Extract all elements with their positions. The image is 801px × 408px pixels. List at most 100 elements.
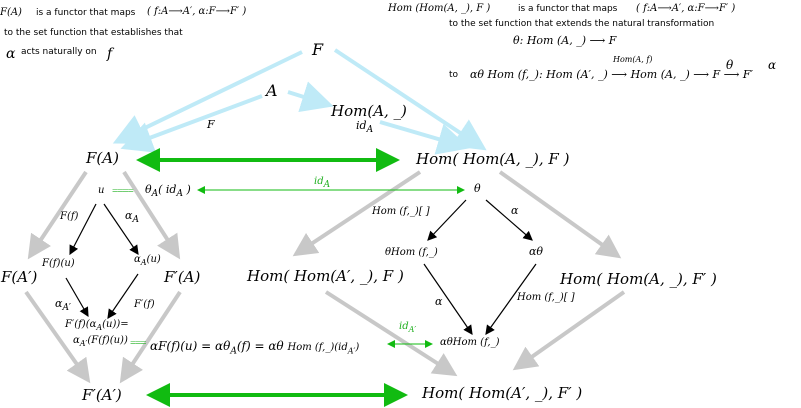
idA-green-sub: A: [323, 180, 331, 190]
note-top-right-math2: ( f:A⟶A′, α:F⟶F′ ): [636, 3, 736, 14]
idA-label: id: [356, 119, 367, 132]
note-top-left-text: is a functor that maps: [36, 8, 136, 18]
composite-1-sub: A: [96, 323, 103, 332]
arrow-FAprime-to-FprimeAprime: [24, 290, 91, 384]
composite-2-a: α: [73, 335, 80, 346]
node-FprimeAprime: F′(A′): [82, 386, 122, 404]
composite-1-end: (u))=: [102, 319, 129, 330]
element-alphaAu: αA(u): [134, 255, 161, 267]
node-HomHomAprime-F: Hom( Hom(A′, _), F ): [247, 267, 404, 285]
arrow-Ffu-to-composite: [65, 277, 89, 318]
composite-2-end: (F(f)(u)): [87, 335, 128, 346]
black-arrows: [65, 199, 537, 335]
element-alphaThetaHom: αθHom (f,_): [440, 337, 500, 348]
alphaAu-alpha: α: [134, 254, 141, 265]
alphaAprime-sub: A′: [62, 303, 71, 314]
note-top-right-sup-alpha: α: [768, 58, 777, 72]
arrow-theta-to-alphaTheta: [485, 199, 533, 241]
note-top-right-text: is a functor that maps: [518, 4, 618, 14]
alphaAu-sub: A: [140, 258, 147, 267]
arrow-FA-to-FprimeA: [122, 170, 181, 260]
node-HomA-id: idA: [356, 120, 373, 135]
label-hom-f-bracket-1: Hom (f,_)[ ]: [372, 206, 430, 217]
alphaAprime-alpha: α: [55, 297, 63, 310]
note-top-left-acts: acts naturally on: [21, 47, 97, 57]
composite-2-sub: A′: [79, 339, 88, 348]
blue-arrows: [112, 48, 487, 155]
note-top-left-math2: ( f:A⟶A′, α:F⟶F′ ): [147, 6, 247, 17]
idA-sub: A: [366, 125, 374, 136]
note-top-left-line2: to the set function that establishes tha…: [4, 28, 183, 38]
arrow-alphaTheta-to-alphaThetaHom: [485, 263, 537, 335]
gray-arrows: [24, 170, 626, 384]
arrow-HomHomAFprime-to-HomHomAprimeFprime: [512, 290, 626, 371]
alphaA-left-sub: A: [132, 215, 139, 226]
element-composite-2: αA′(F(f)(u)): [73, 336, 128, 348]
element-Ffu: F(f)(u): [42, 258, 75, 269]
alphaA-left: α: [125, 209, 133, 222]
node-HomHomA-F: Hom( Hom(A, _), F ): [416, 150, 570, 168]
label-alpha-small: α: [435, 295, 443, 308]
element-alphaTheta: αθ: [529, 245, 544, 258]
note-top-right-composite: αθ Hom (f,_): Hom (A′, _) ⟶ Hom (A, _) ⟶…: [470, 68, 754, 81]
arrow-thetaHom-to-alphaThetaHom: [423, 263, 473, 335]
element-theta: θ: [474, 182, 481, 195]
label-Ff: F(f): [60, 211, 79, 222]
node-F-top: F: [312, 40, 324, 59]
thetaA-close: ): [182, 183, 191, 196]
node-HomA: Hom(A, _): [331, 102, 407, 120]
label-idA-green: idA: [314, 177, 330, 190]
node-FA: F(A): [86, 149, 119, 167]
element-u: u: [98, 185, 105, 196]
big-eq-4: (id: [334, 342, 348, 353]
arrow-A-to-FA: [120, 94, 263, 153]
thetaA-sub: A: [151, 189, 159, 200]
arrow-HomHomAprimeF-to-HomHomAprimeFprime: [324, 290, 458, 377]
note-top-right-math: Hom (Hom(A, _), F ): [388, 3, 491, 14]
node-A: A: [266, 81, 278, 100]
note-top-left-alpha: α: [6, 46, 16, 62]
thetaA-arg: ( id: [158, 183, 177, 196]
note-top-right-to: to: [449, 70, 459, 80]
green-iso-arrows: [136, 148, 408, 407]
big-eq-5: ): [355, 342, 360, 353]
label-F-functor: F: [207, 118, 215, 131]
label-alphaA: αA: [125, 210, 139, 225]
big-eq-1-sub: A: [230, 346, 237, 357]
label-alphaAprime: αA′: [55, 298, 71, 313]
idAprime-green-sub: A′: [408, 325, 417, 334]
node-HomHomAprime-Fprime: Hom( Hom(A′, _), F′ ): [422, 384, 583, 402]
node-FAprime: F(A′): [1, 268, 38, 286]
big-eq-4-sub: A′: [347, 346, 356, 356]
arrow-alphaAu-to-composite: [107, 273, 139, 319]
arrow-HomHomAF-to-HomHomAprimeF: [292, 170, 422, 257]
arrow-u-to-alphaAu: [103, 203, 139, 255]
arrow-theta-to-thetaHom: [427, 199, 467, 241]
arrow-FprimeA-to-FprimeAprime: [119, 290, 182, 384]
arrow-FA-to-FAprime: [27, 170, 88, 260]
element-big-equation: αF(f)(u) = αθA(f) = αθ Hom (f,_)(idA′): [150, 340, 359, 356]
note-top-right-sup-theta: θ: [726, 58, 734, 72]
arrow-A-to-HomA: [287, 81, 334, 113]
note-top-right-line2: to the set function that extends the nat…: [449, 19, 715, 29]
thetaA-pre: θ: [145, 183, 152, 196]
green-thin-arrows: [197, 186, 465, 348]
composite-1-a: F′(f)(α: [65, 319, 97, 330]
equals-dash-2: ===: [130, 337, 147, 349]
label-alpha-right: α: [511, 204, 519, 217]
thetaA-arg-sub: A: [176, 189, 183, 200]
label-hom-f-bracket-2: Hom (f,_)[ ]: [517, 292, 575, 303]
element-composite-1: F′(f)(αA(u))=: [65, 320, 129, 332]
label-Fprime-f: F′(f): [134, 299, 155, 310]
node-FprimeA: F′(A): [164, 268, 201, 286]
idA-green: id: [314, 176, 324, 187]
arrow-HomA-to-HomHomAF: [379, 120, 470, 155]
label-idAprime-green: idA′: [399, 322, 416, 334]
big-eq-1: αF(f)(u) = αθ: [150, 339, 231, 353]
element-thetaHom: θHom (f,_): [385, 247, 438, 258]
node-HomHomA-Fprime: Hom( Hom(A, _), F′ ): [560, 270, 717, 288]
big-eq-2: (f) = αθ: [236, 339, 284, 353]
arrow-HomHomAF-to-HomHomAFprime: [498, 170, 622, 259]
note-top-right-sup-f: Hom(A, f): [613, 55, 653, 64]
